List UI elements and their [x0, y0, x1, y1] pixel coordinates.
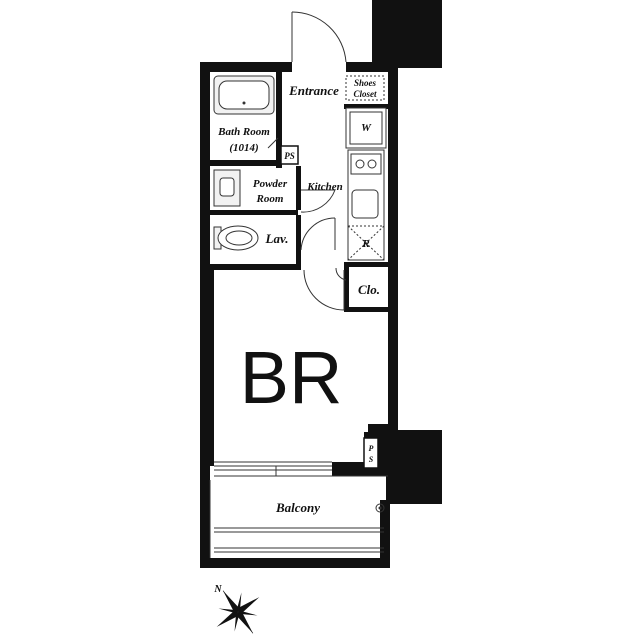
label-ps-lower-line2: S	[369, 455, 374, 464]
pipe-space-upper	[280, 145, 299, 165]
kitchen-counter	[347, 149, 385, 261]
label-bath-room-line2: (1014)	[229, 142, 258, 154]
label-powder-room-line1: Powder	[253, 178, 288, 190]
interior-walls	[210, 72, 392, 476]
label-compass-north: N	[213, 584, 222, 595]
pipe-space-lower	[363, 437, 379, 469]
label-powder-room-line2: Room	[256, 193, 284, 205]
label-bath-room-line1: Bath Room	[217, 126, 270, 138]
bath-door-line	[267, 137, 279, 149]
balcony-drain	[375, 503, 385, 513]
label-bedroom: BR	[240, 336, 343, 419]
lavatory-door	[300, 217, 336, 251]
label-lavatory: Lav.	[265, 231, 289, 246]
label-washer: W	[361, 122, 372, 134]
label-kitchen: Kitchen	[306, 181, 342, 193]
structural-column-bottom-right	[386, 430, 442, 504]
label-refrigerator: R	[361, 238, 369, 250]
bedroom-door	[303, 269, 345, 311]
compass-rose-icon	[216, 590, 260, 634]
label-balcony: Balcony	[275, 500, 320, 515]
label-closet: Clo.	[358, 282, 380, 297]
balcony-window	[214, 461, 388, 477]
outer-walls	[200, 62, 398, 568]
refrigerator-space	[347, 225, 385, 261]
washer-pan	[345, 107, 387, 149]
powder-sink	[213, 169, 241, 207]
label-entrance: Entrance	[288, 83, 339, 98]
shoes-closet-outline	[345, 75, 385, 101]
toilet	[213, 225, 259, 251]
balcony-railing	[209, 480, 384, 558]
label-shoes-closet-line1: Shoes	[354, 78, 377, 88]
entrance-door	[291, 11, 347, 63]
bathtub	[213, 75, 275, 115]
closet-door	[335, 267, 347, 281]
label-ps-lower-line1: P	[369, 444, 374, 453]
structural-column-top-right	[372, 0, 442, 68]
label-ps-upper: PS	[284, 151, 295, 161]
label-shoes-closet-line2: Closet	[353, 89, 377, 99]
kitchen-door	[300, 189, 336, 213]
